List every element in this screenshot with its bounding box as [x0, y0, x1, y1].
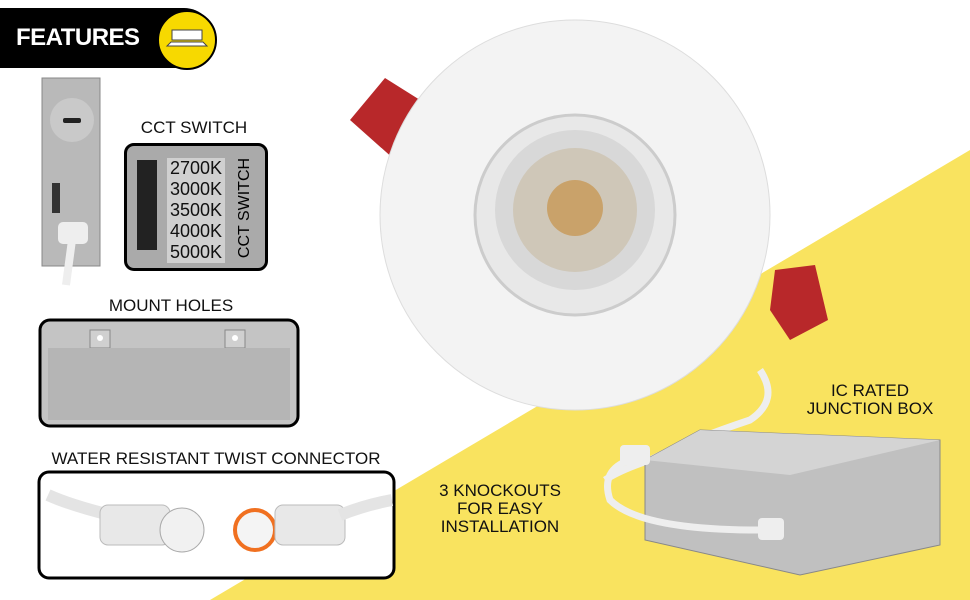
cct-option: 3000K [170, 179, 223, 199]
downlight-icon [157, 10, 217, 70]
mount-holes-label: MOUNT HOLES [108, 296, 234, 315]
cct-switch-label: CCT SWITCH [140, 118, 248, 137]
mount-holes-photo [38, 318, 300, 428]
knockouts-label-line: FOR EASY [457, 499, 543, 518]
connector-label: WATER RESISTANT TWIST CONNECTOR [51, 449, 381, 468]
switch-slider [137, 160, 157, 250]
junction-label-line: IC RATED [830, 381, 910, 400]
cct-options: 2700K 3000K 3500K 4000K 5000K [167, 158, 226, 263]
downlight-photo [350, 19, 828, 483]
cct-side-label: CCT SWITCH [236, 157, 253, 259]
cct-option: 3500K [170, 200, 223, 220]
side-panel-photo [41, 77, 101, 286]
junction-box-photo [604, 429, 941, 576]
twist-connector-photo [37, 470, 396, 580]
cct-option: 4000K [170, 221, 223, 241]
knockouts-label-line: 3 KNOCKOUTS [439, 481, 561, 500]
junction-box-label: IC RATED JUNCTION BOX [790, 382, 950, 418]
features-title: FEATURES [16, 24, 140, 51]
cct-option: 5000K [170, 242, 223, 262]
cct-switch-closeup: 2700K 3000K 3500K 4000K 5000K CCT SWITCH [124, 143, 268, 271]
junction-label-line: JUNCTION BOX [806, 399, 934, 418]
knockouts-label-line: INSTALLATION [440, 517, 560, 536]
cct-option: 2700K [170, 158, 223, 178]
knockouts-label: 3 KNOCKOUTS FOR EASY INSTALLATION [425, 482, 575, 536]
